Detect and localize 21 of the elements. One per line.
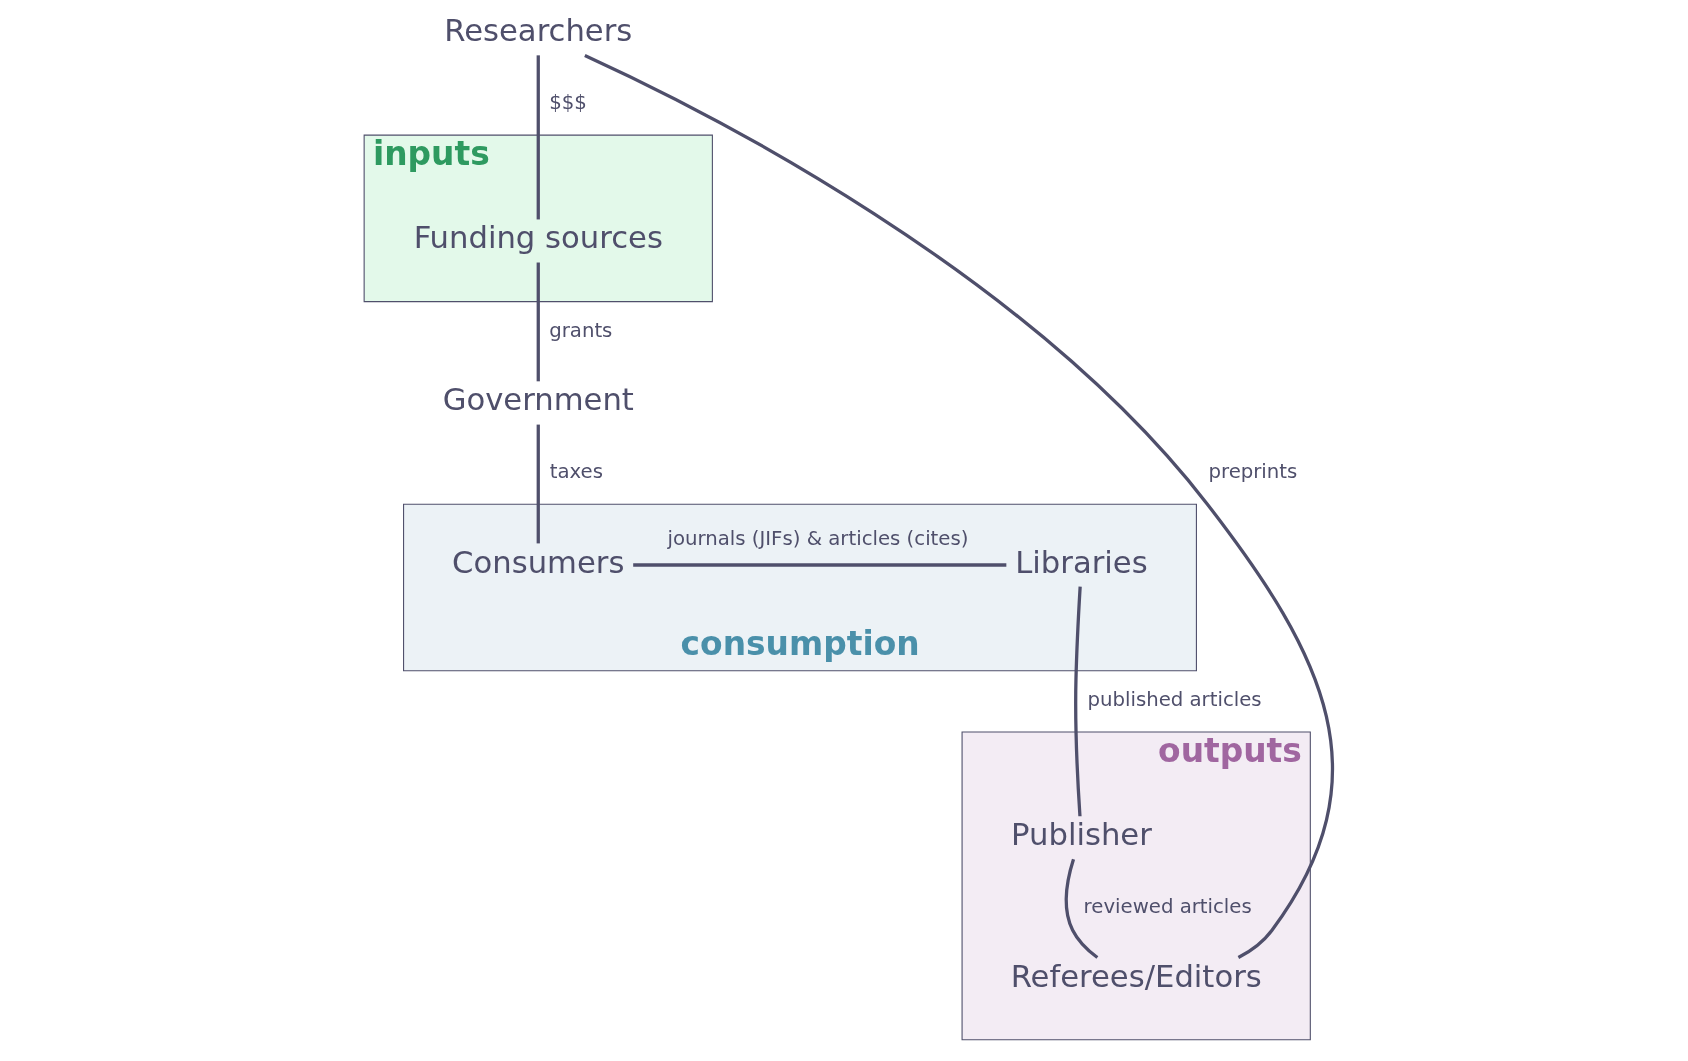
connector <box>584 53 1334 959</box>
edge-label: published articles <box>1087 688 1262 712</box>
node-text: Funding sources <box>413 220 663 256</box>
node-text: Consumers <box>452 544 625 580</box>
edge-label: $$$ <box>549 91 587 115</box>
edge-label: journals (JIFs) & articles (cites) <box>667 526 969 550</box>
edge-label: reviewed articles <box>1083 895 1252 919</box>
edge-label: grants <box>549 319 613 343</box>
node-text: Government <box>442 382 634 418</box>
edge-label: preprints <box>1208 460 1298 484</box>
node-text: Publisher <box>1011 817 1152 853</box>
node-text: Researchers <box>444 13 633 49</box>
node-text: Libraries <box>1015 544 1148 580</box>
connector <box>536 262 540 382</box>
connector <box>536 424 540 544</box>
edge-label: taxes <box>549 460 604 484</box>
connector <box>1074 586 1082 817</box>
connector <box>633 563 1007 567</box>
node-text: Referees/Editors <box>1010 958 1262 994</box>
connector <box>1064 858 1099 959</box>
connector <box>536 55 540 220</box>
